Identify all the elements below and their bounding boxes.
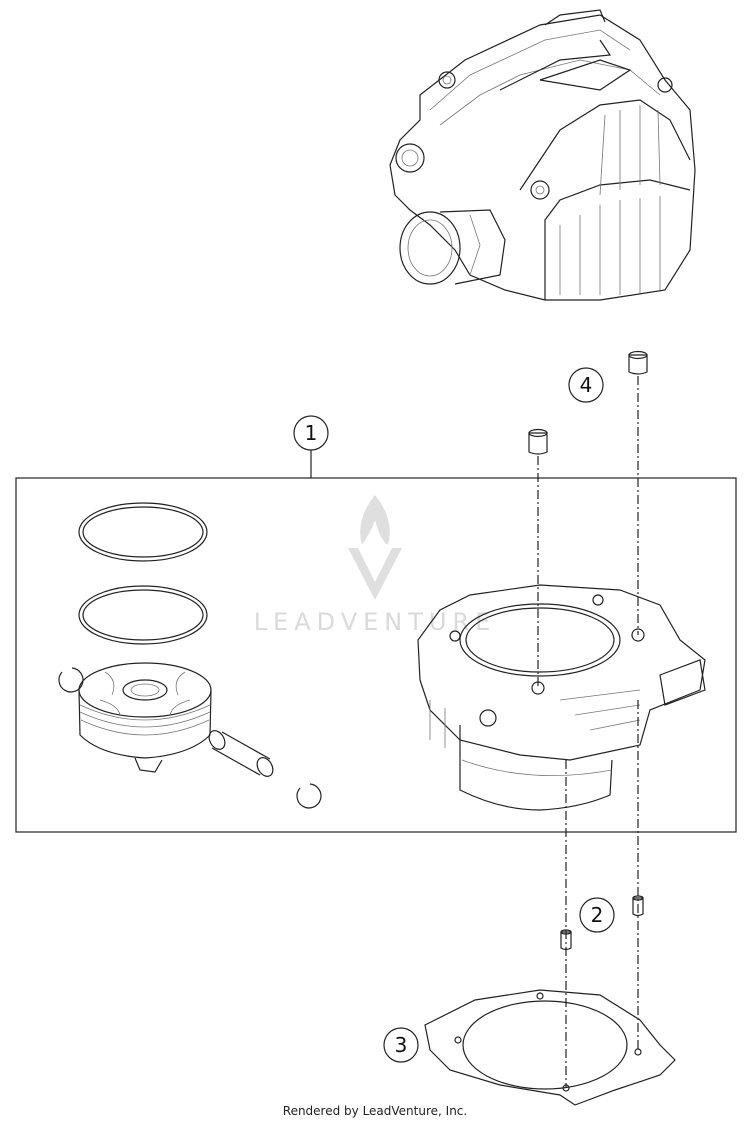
- cylinder: [417, 584, 706, 811]
- kit-frame: [15, 477, 737, 833]
- dowel-sleeves-top: [528, 350, 648, 455]
- piston-rings: [78, 502, 208, 645]
- callout-4: 4: [568, 367, 604, 403]
- piston-pin: [208, 730, 274, 777]
- base-gasket: [424, 989, 676, 1106]
- watermark-logo: LEADVENTURE: [254, 495, 497, 636]
- callout-4-label: 4: [580, 373, 593, 397]
- dowel-pins: [560, 895, 644, 951]
- assembly-lines: [537, 376, 639, 1088]
- callout-1-label: 1: [305, 421, 318, 445]
- footer-credit: Rendered by LeadVenture, Inc.: [282, 1104, 468, 1118]
- callout-3: 3: [383, 1027, 419, 1063]
- circlips: [58, 667, 322, 809]
- callout-3-label: 3: [395, 1033, 408, 1057]
- callout-1: 1: [293, 415, 329, 478]
- cylinder-head-illustration: [389, 9, 696, 301]
- callout-2-label: 2: [591, 903, 604, 927]
- piston: [78, 662, 212, 773]
- callout-2: 2: [579, 897, 615, 933]
- watermark-text: LEADVENTURE: [254, 608, 497, 636]
